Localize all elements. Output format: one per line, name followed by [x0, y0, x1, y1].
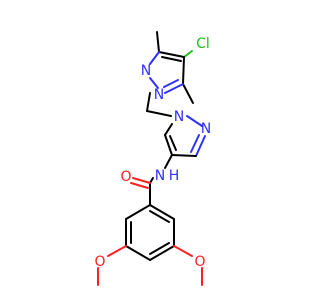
atom-n-pyrazole-bottom-n2: N [201, 121, 211, 137]
bond-c4p-c5p [164, 134, 173, 156]
bond-n2p-c3p-double [190, 134, 200, 153]
atom-cl: Cl [196, 36, 210, 52]
bond-c3-c4-double [161, 56, 182, 62]
bond-methyl-c3 [156, 31, 160, 53]
atom-h-amide: H [169, 168, 180, 184]
structure-svg: Cl N N N N N H O O O [94, 31, 211, 286]
bond-ar-3-4 [125, 245, 151, 261]
bond-c3-c4 [158, 51, 185, 58]
bond-methyl-c5 [182, 83, 194, 104]
bond-c5-n1 [164, 83, 184, 94]
bond-ar-6-1 [149, 204, 175, 220]
atom-o-methoxy-right: O [194, 254, 205, 270]
bond-c4p-c5p-double [169, 135, 177, 151]
bond-n1-n2 [149, 77, 159, 89]
bond-c-o-double [130, 182, 149, 189]
bond-n2p-c3p [195, 135, 206, 157]
bond-ar-4-5 [149, 245, 175, 261]
bond-ar-1-2 [125, 204, 151, 220]
bond-c-o [132, 177, 151, 184]
bond-c5-n1-double [163, 79, 179, 88]
atom-o-carbonyl: O [120, 169, 131, 185]
atom-n-pyrazole-bottom-n1: N [174, 109, 184, 125]
atom-n-pyrazole-top-n1: N [154, 87, 164, 103]
bond-c4p-nh [164, 154, 173, 169]
bond-ar-4-5-inner [149, 242, 170, 255]
atom-n-pyrazole-top-n2: N [141, 63, 151, 79]
bond-ar-6-1-inner [149, 210, 170, 223]
bond-c5p-n1p [164, 123, 173, 136]
atom-n-amide: N [155, 168, 165, 184]
atom-o-methoxy-left: O [94, 254, 105, 270]
bond-c4-cl [183, 50, 193, 58]
bond-n1p-n2p [186, 115, 203, 127]
molecule-diagram: Cl N N N N N H O O O [94, 31, 211, 286]
bond-c4-c5 [182, 56, 185, 85]
bond-ar-o-right [173, 245, 193, 257]
bond-n1-ch2 [146, 92, 151, 112]
bond-c3p-c4p [171, 154, 197, 157]
bond-ch2-n [146, 110, 172, 117]
bond-ar-o-left [107, 245, 127, 257]
bond-n2-c3 [149, 51, 160, 65]
